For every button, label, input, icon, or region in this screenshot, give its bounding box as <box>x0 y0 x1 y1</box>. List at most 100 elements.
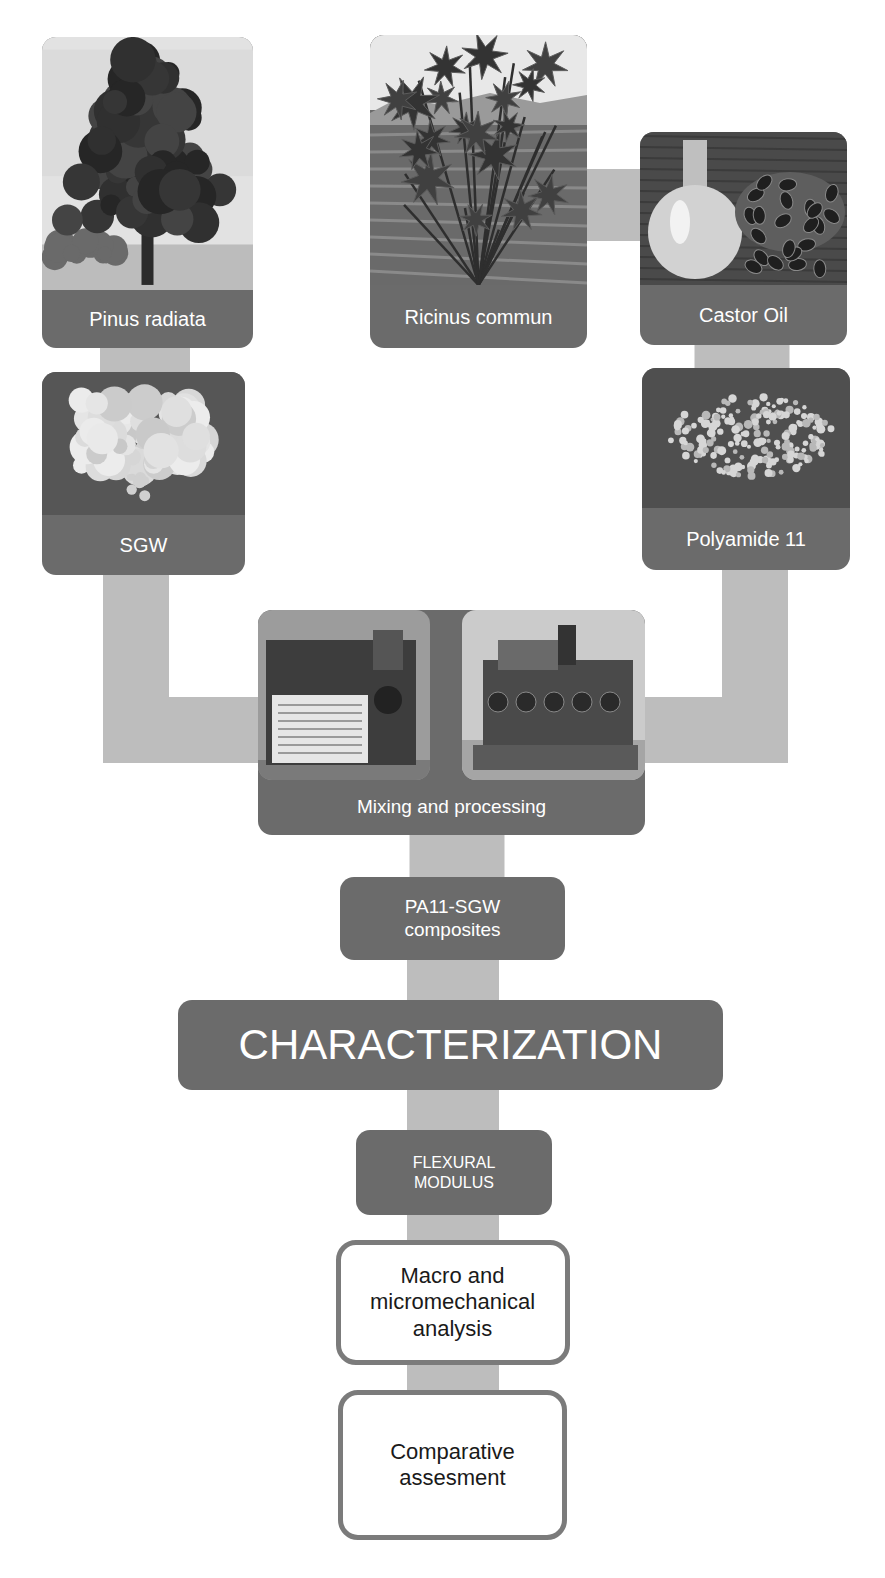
illustration-part <box>127 484 137 494</box>
text-area: PA11-SGW composites <box>340 877 565 960</box>
illustration-part <box>765 469 773 477</box>
illustration-part <box>399 130 439 170</box>
illustration-part <box>278 744 362 746</box>
photo-box: SGW <box>42 372 245 575</box>
illustration-part <box>63 245 80 262</box>
illustration-part <box>278 736 362 738</box>
illustration-part <box>711 463 716 468</box>
illustration-part <box>747 466 754 473</box>
connector-band <box>587 169 640 241</box>
illustration-part <box>721 399 727 405</box>
illustration-part <box>272 695 368 763</box>
illustration-part <box>747 400 753 406</box>
illustration-part <box>374 686 402 714</box>
illustration-part <box>528 174 568 215</box>
process-box: FLEXURAL MODULUS <box>356 1130 552 1215</box>
text-area: Mixing and processing <box>258 780 645 835</box>
illustration-part <box>813 414 819 420</box>
illustration-part <box>804 200 825 221</box>
illustration-part <box>735 409 740 414</box>
illustration-part <box>558 625 576 665</box>
illustration-part <box>143 433 178 468</box>
illustration-part <box>501 190 542 231</box>
illustration-part <box>600 692 620 712</box>
illustration-part <box>702 438 707 443</box>
photo-illustration <box>640 132 847 285</box>
photo-box: Castor Oil <box>640 132 847 345</box>
illustration-part <box>772 404 776 408</box>
outline-box: Comparative assesment <box>338 1390 567 1540</box>
illustration-part <box>42 37 253 290</box>
node-label: Castor Oil <box>699 303 788 327</box>
illustration-part <box>822 420 828 426</box>
illustration-part <box>803 440 809 446</box>
illustration-part <box>670 200 690 244</box>
illustration-part <box>683 441 688 446</box>
illustration-part <box>717 429 723 435</box>
illustration-part <box>52 205 83 236</box>
illustration-part <box>765 253 787 274</box>
illustration-part <box>743 257 765 276</box>
illustration-part <box>733 434 741 442</box>
illustration-part <box>370 35 587 285</box>
illustration-part <box>782 443 790 451</box>
illustration-part <box>801 448 806 453</box>
illustration-part <box>794 408 801 415</box>
illustration-part <box>762 457 768 463</box>
photo-box: Pinus radiata <box>42 37 253 348</box>
illustration-part <box>721 470 726 475</box>
illustration-part <box>776 398 783 405</box>
illustration-part <box>640 279 847 282</box>
illustration-part <box>787 456 794 463</box>
illustration-part <box>813 259 826 277</box>
illustration-part <box>370 35 587 285</box>
illustration-part <box>278 720 362 722</box>
illustration-part <box>668 437 674 443</box>
illustration-part <box>728 441 734 447</box>
illustration-part <box>278 704 362 706</box>
illustration-part <box>763 430 769 436</box>
illustration-part <box>821 206 842 227</box>
illustration-part <box>790 429 796 435</box>
text-area: Comparative assesment <box>343 1395 562 1535</box>
illustration-part <box>682 427 689 434</box>
illustration-part <box>42 372 245 515</box>
illustration-part <box>682 452 690 460</box>
connector-band <box>410 835 505 877</box>
illustration-part <box>278 752 362 754</box>
text-area: Castor Oil <box>640 285 847 345</box>
illustration-part <box>736 472 741 477</box>
illustration-part <box>783 398 788 403</box>
illustration-part <box>741 440 748 447</box>
illustration-part <box>182 423 210 451</box>
illustration-part <box>720 407 727 414</box>
illustration-part <box>705 420 709 424</box>
photo-illustration <box>42 372 245 515</box>
illustration-part <box>516 692 536 712</box>
illustration-part <box>703 447 709 453</box>
illustration-part <box>721 415 725 419</box>
illustration-part <box>86 392 108 414</box>
illustration-part <box>783 411 790 418</box>
photo-illustration <box>370 35 587 285</box>
illustration-part <box>161 396 192 427</box>
illustration-part <box>459 204 492 236</box>
illustration-part <box>278 712 362 714</box>
connector-band <box>645 570 755 730</box>
illustration-part <box>802 419 810 427</box>
illustration-part <box>258 610 430 780</box>
connector-band <box>100 348 190 372</box>
illustration-part <box>454 111 498 155</box>
photo-illustration <box>258 610 645 780</box>
illustration-part <box>642 368 850 508</box>
illustration-part <box>544 692 564 712</box>
heading-box: CHARACTERIZATION <box>178 1000 723 1090</box>
illustration-part <box>767 439 771 443</box>
node-label: Mixing and processing <box>357 796 546 819</box>
illustration-part <box>640 136 847 139</box>
text-area: Polyamide 11 <box>642 508 850 570</box>
connector-band <box>695 345 790 368</box>
illustration-part <box>640 147 847 150</box>
node-label: Comparative assesment <box>358 1439 548 1492</box>
node-label: Polyamide 11 <box>686 527 806 551</box>
